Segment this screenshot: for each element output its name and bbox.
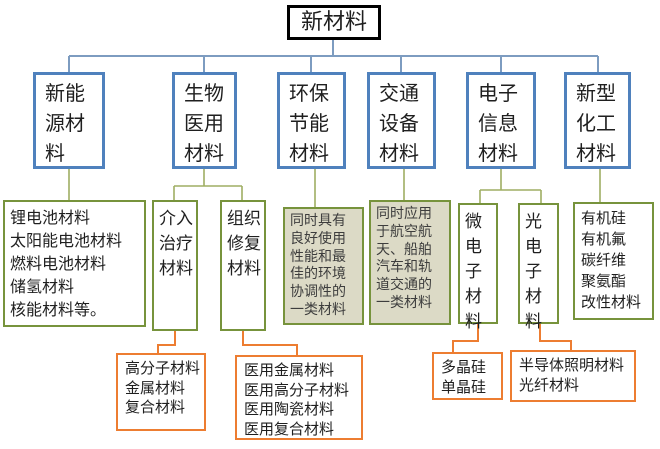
node-biomedical-materials: 生物 医用 材料 — [172, 72, 237, 169]
node-transport-equipment-materials: 交通 设备 材料 — [367, 72, 436, 169]
node-microelectronic-label: 微电 子材 料 — [465, 212, 482, 332]
node-chemical-examples: 有机硅 有机氟 碳纤维 聚氨酯 改性材料 — [573, 202, 654, 320]
node-silicon-list: 多晶硅 单晶硅 — [432, 352, 503, 400]
connectors-root-to-level2 — [68, 39, 599, 73]
node-eco-materials-definition-text: 同时具有 良好使用 性能和最 佳的环境 协调性的 一类材料 — [290, 213, 346, 318]
node-new-energy-materials-label: 新能 源材 料 — [45, 81, 85, 165]
node-transport-materials-definition-text: 同时应用 于航空航 天、船舶 汽车和轨 道交通的 一类材料 — [376, 206, 432, 311]
node-medical-materials-text: 医用金属材料 医用高分子材料 医用陶瓷材料 医用复合材料 — [244, 361, 350, 438]
node-new-energy-examples-text: 锂电池材料 太阳能电池材料 燃料电池材料 储氢材料 核能材料等。 — [10, 208, 123, 319]
node-electronic-info-materials: 电子 信息 材料 — [466, 72, 536, 169]
node-new-materials-label: 新材料 — [300, 10, 367, 35]
node-new-energy-examples: 锂电池材料 太阳能电池材料 燃料电池材料 储氢材料 核能材料等。 — [3, 200, 146, 327]
node-biomedical-materials-label: 生物 医用 材料 — [184, 81, 224, 165]
node-new-chemical-materials-label: 新型 化工 材料 — [576, 81, 616, 165]
node-transport-materials-definition: 同时应用 于航空航 天、船舶 汽车和轨 道交通的 一类材料 — [369, 200, 451, 325]
node-new-energy-materials: 新能 源材 料 — [33, 72, 105, 169]
node-interventional-therapy-materials: 介入 治疗 材料 — [152, 200, 198, 331]
node-polymer-metal-composite-list: 高分子材料 金属材料 复合材料 — [116, 353, 206, 431]
node-eco-materials-definition: 同时具有 良好使用 性能和最 佳的环境 协调性的 一类材料 — [283, 207, 364, 325]
node-tissue-repair-materials: 组织 修复 材料 — [220, 200, 266, 331]
node-polymer-metal-composite-text: 高分子材料 金属材料 复合材料 — [125, 359, 201, 416]
node-electronic-info-materials-label: 电子 信息 材料 — [478, 81, 518, 165]
node-tissue-repair-label: 组织 修复 材料 — [227, 209, 261, 279]
node-semiconductor-lighting-list: 半导体照明材料 光纤材料 — [510, 350, 636, 402]
node-transport-equipment-materials-label: 交通 设备 材料 — [379, 81, 419, 165]
node-eco-energy-saving-materials-label: 环保 节能 材料 — [289, 81, 329, 165]
node-semiconductor-lighting-text: 半导体照明材料 光纤材料 — [519, 356, 625, 394]
node-chemical-examples-text: 有机硅 有机氟 碳纤维 聚氨酯 改性材料 — [581, 209, 642, 311]
node-eco-energy-saving-materials: 环保 节能 材料 — [277, 72, 346, 169]
node-new-chemical-materials: 新型 化工 材料 — [564, 72, 631, 169]
connector-polymer-list — [157, 331, 176, 354]
node-medical-materials-list: 医用金属材料 医用高分子材料 医用陶瓷材料 医用复合材料 — [235, 355, 363, 440]
node-silicon-text: 多晶硅 单晶硅 — [441, 358, 487, 396]
connector-medical-list — [242, 331, 298, 356]
node-microelectronic-materials: 微电 子材 料 — [458, 203, 498, 332]
node-optoelectronic-materials: 光电 子材 料 — [518, 203, 559, 332]
node-new-materials: 新材料 — [287, 5, 381, 40]
node-optoelectronic-label: 光电 子材 料 — [525, 212, 542, 332]
node-interventional-therapy-label: 介入 治疗 材料 — [159, 209, 193, 279]
